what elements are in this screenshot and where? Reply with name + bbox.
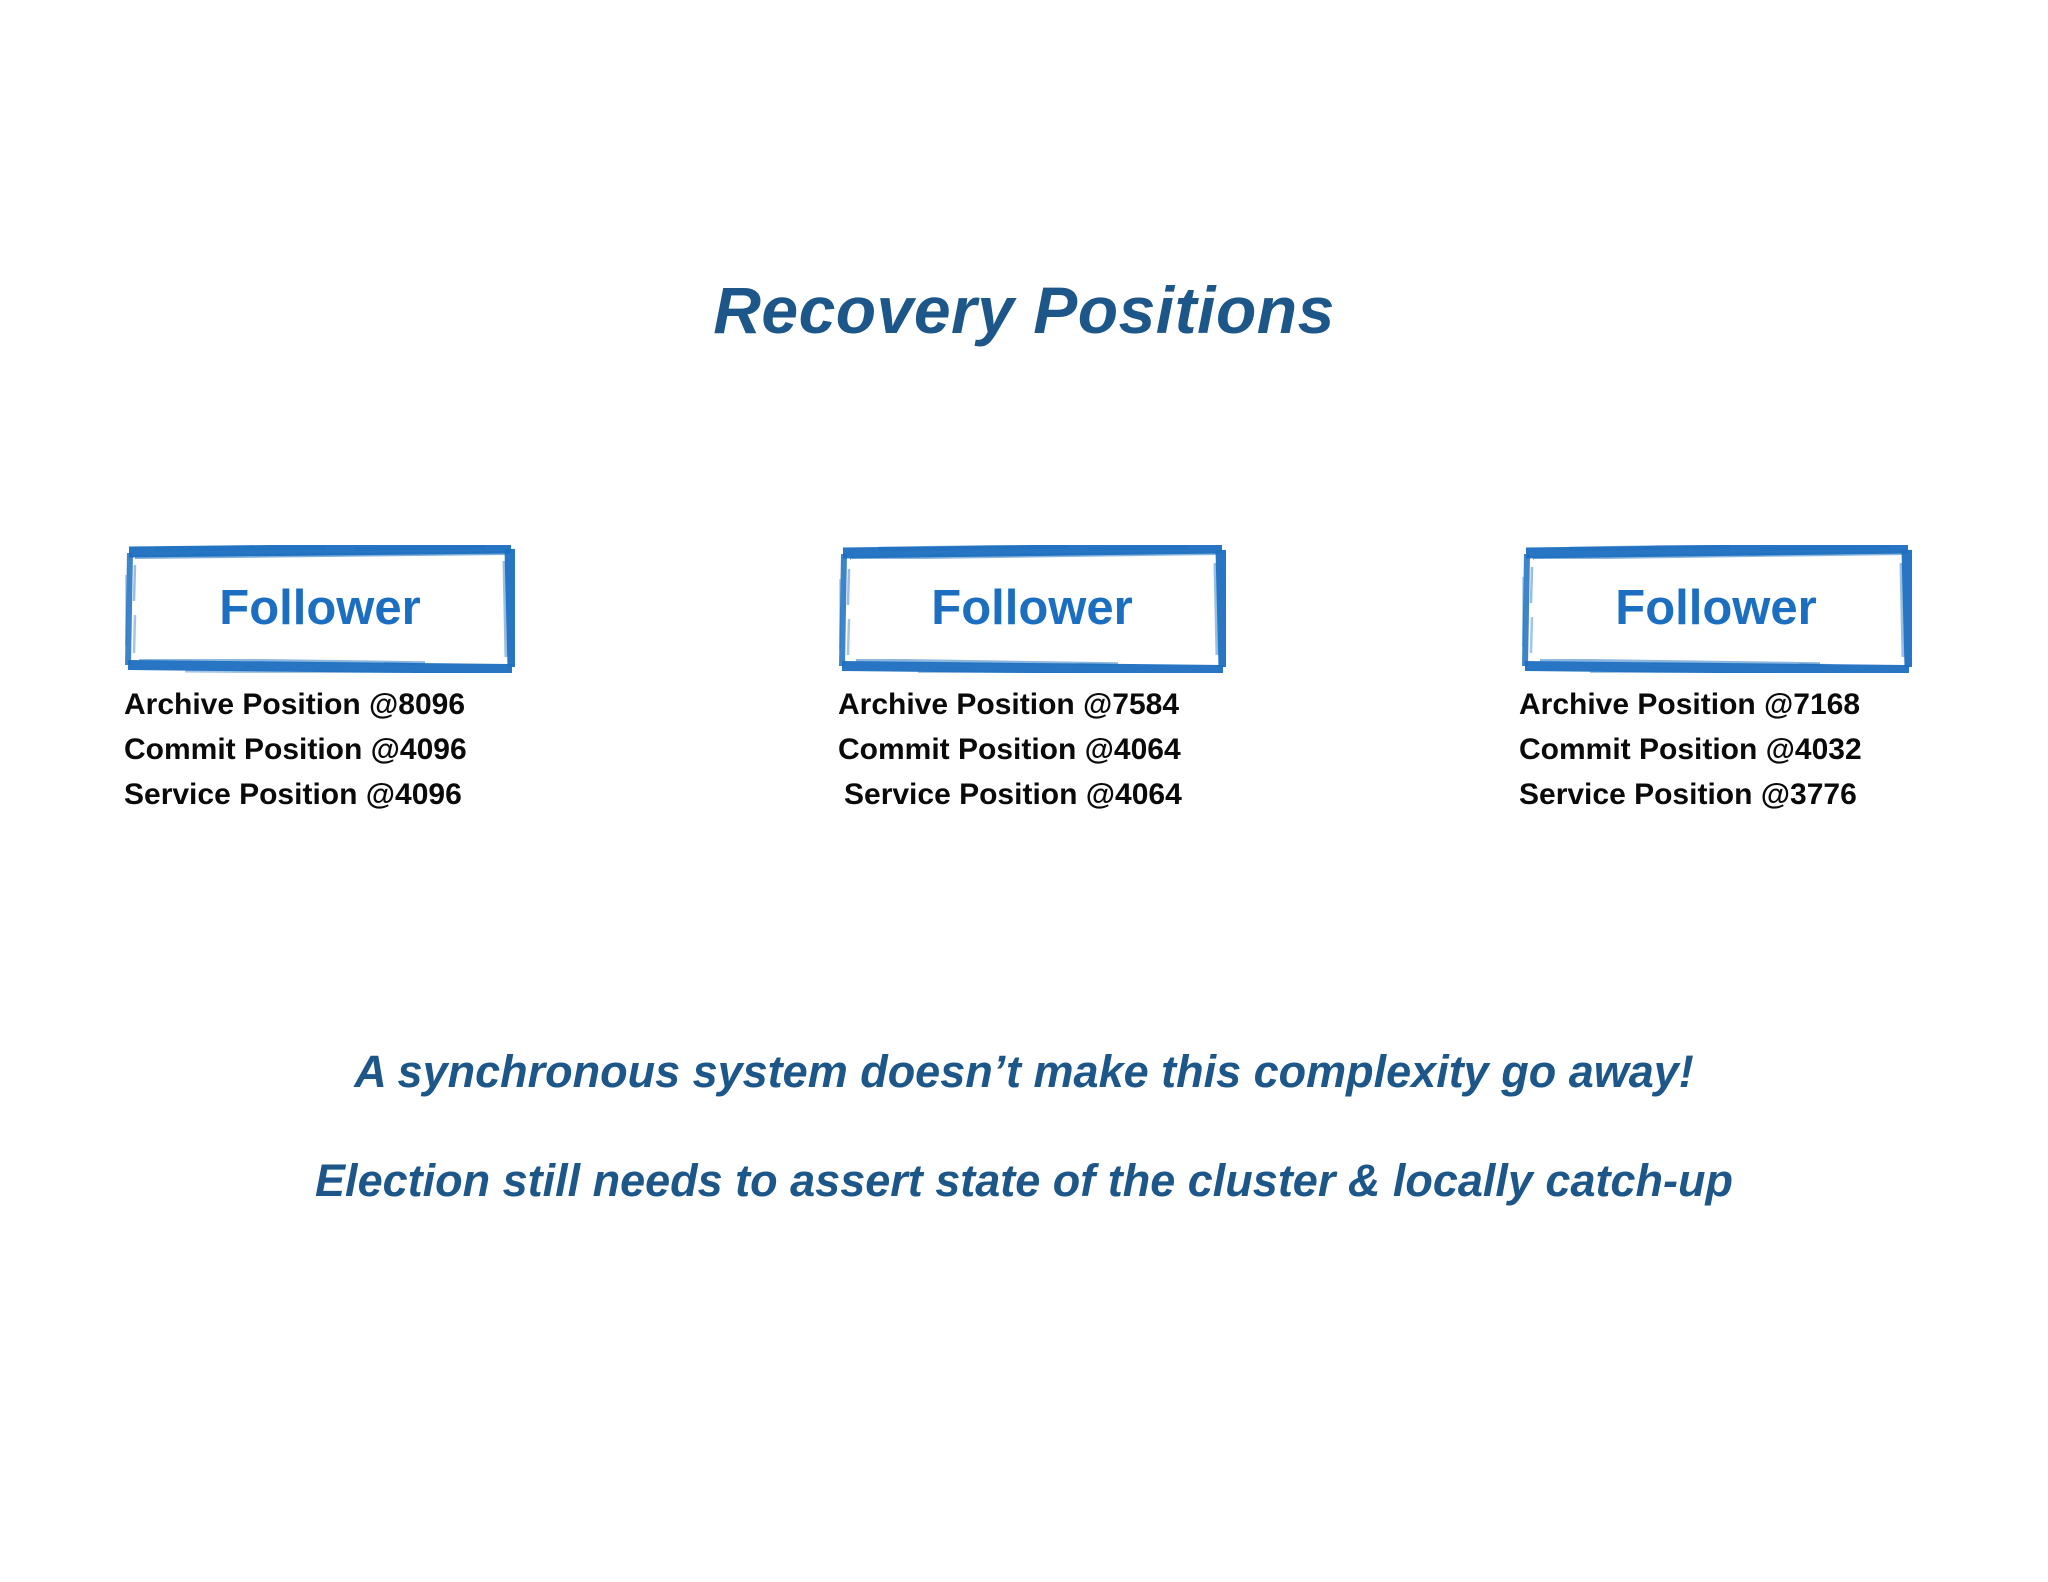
commit-position-2: Commit Position @4064	[838, 733, 1181, 766]
follower-node-1: Follower Archive Position @8096 Commit P…	[124, 545, 525, 810]
stamp-box-3: Follower	[1520, 545, 1912, 673]
commit-position-1: Commit Position @4096	[124, 733, 467, 766]
footer-note-2: Election still needs to assert state of …	[315, 1155, 1733, 1206]
archive-position-2: Archive Position @7584	[838, 688, 1180, 721]
commit-position-3: Commit Position @4032	[1519, 733, 1862, 766]
follower-label-3: Follower	[1615, 581, 1817, 635]
positions-list-3: Archive Position @7168 Commit Position @…	[1519, 690, 1919, 825]
positions-list-1: Archive Position @8096 Commit Position @…	[124, 690, 524, 825]
follower-node-3: Follower Archive Position @7168 Commit P…	[1519, 545, 1920, 810]
archive-position-1: Archive Position @8096	[124, 688, 466, 721]
stamp-border-icon	[839, 545, 1226, 673]
footer-note-1: A synchronous system doesn’t make this c…	[354, 1046, 1694, 1097]
service-position-1: Service Position @4096	[124, 778, 462, 811]
positions-list-2: Archive Position @7584 Commit Position @…	[838, 690, 1238, 825]
service-position-2: Service Position @4064	[844, 778, 1182, 811]
page-title: Recovery Positions	[713, 273, 1335, 347]
archive-position-3: Archive Position @7168	[1519, 688, 1861, 721]
stamp-border-icon	[1522, 545, 1912, 673]
stamp-border-icon	[125, 545, 515, 673]
follower-label-2: Follower	[931, 581, 1133, 635]
follower-node-row: Follower Archive Position @8096 Commit P…	[0, 545, 2048, 895]
follower-label-1: Follower	[219, 581, 421, 635]
service-position-3: Service Position @3776	[1519, 778, 1857, 811]
follower-node-2: Follower Archive Position @7584 Commit P…	[838, 545, 1238, 810]
stamp-box-1: Follower	[125, 545, 515, 673]
stamp-box-2: Follower	[838, 545, 1226, 673]
